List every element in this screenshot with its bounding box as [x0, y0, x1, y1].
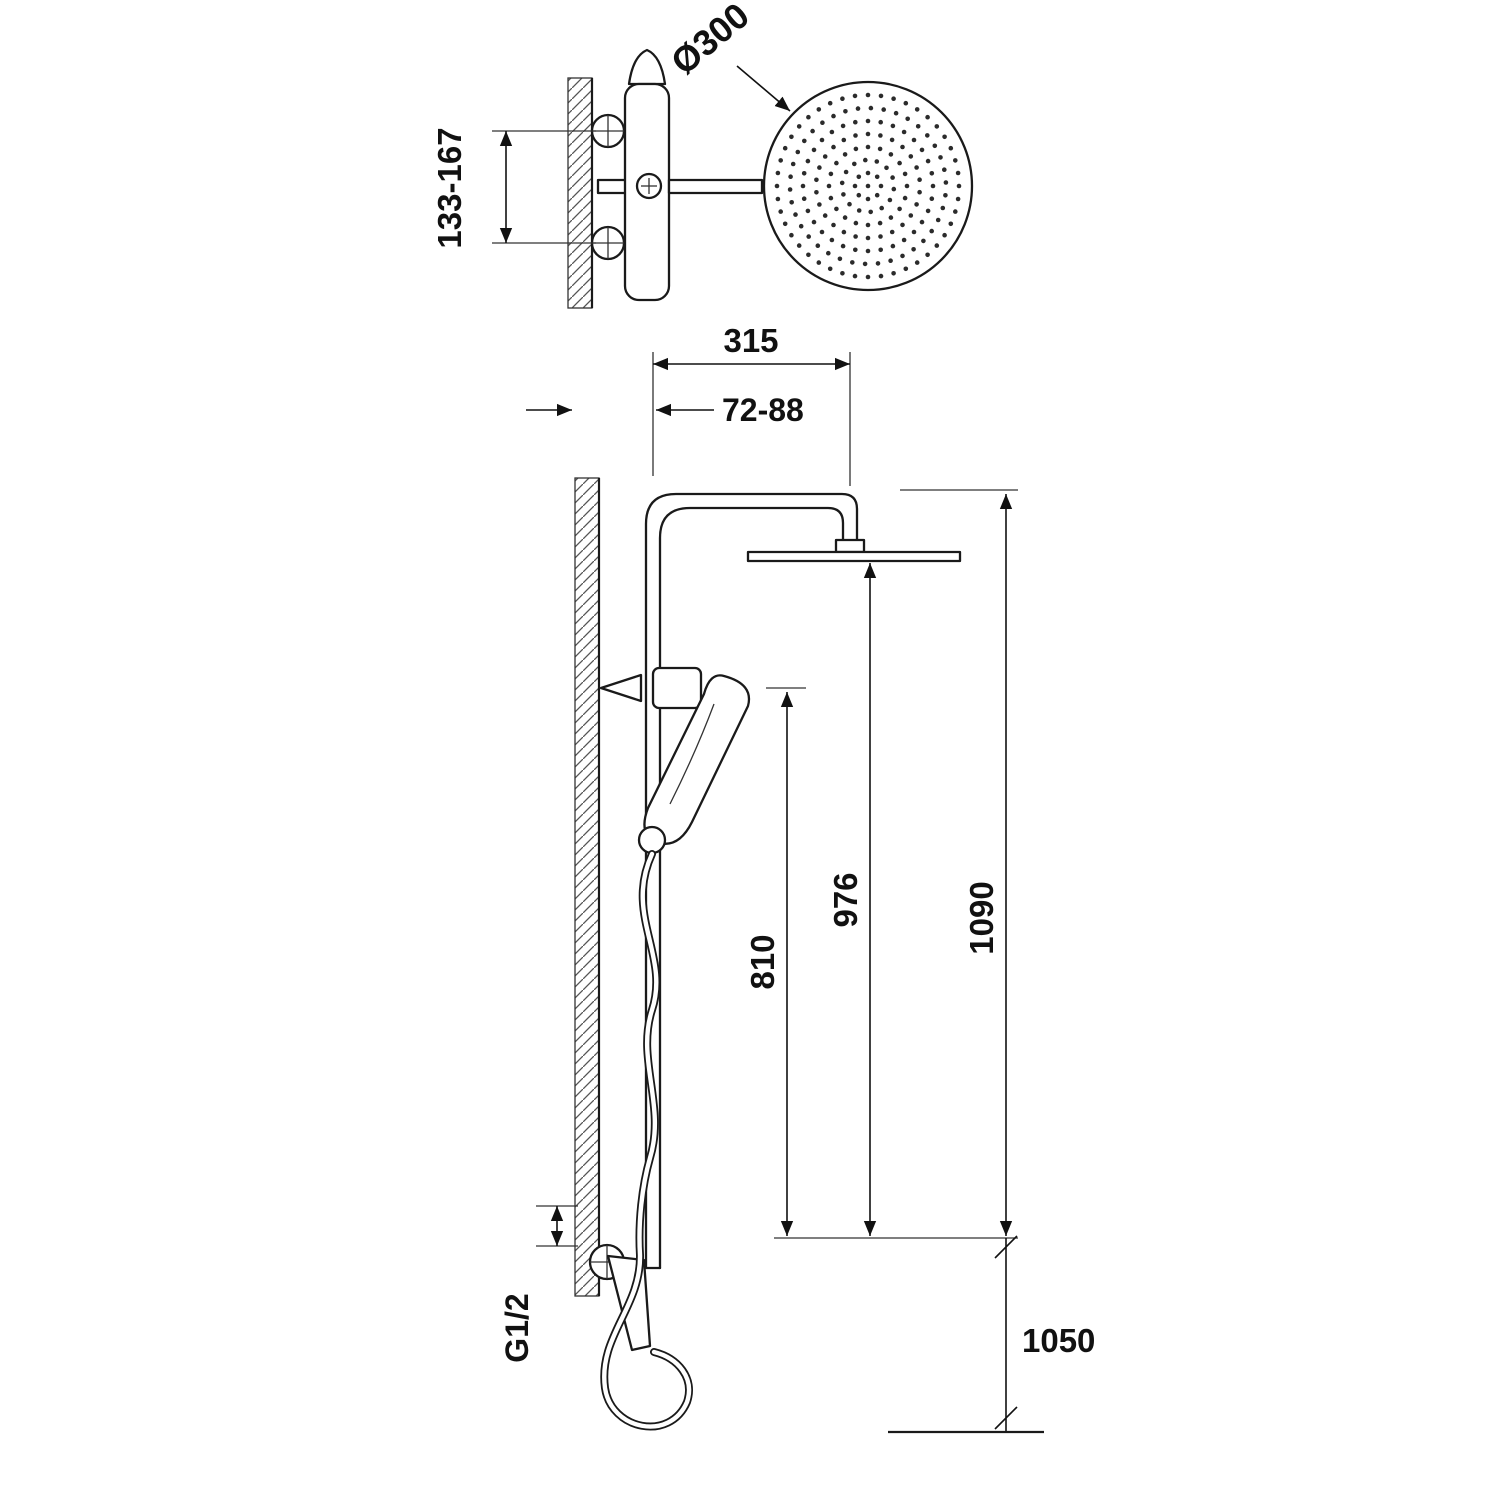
shower-head-top-view	[736, 65, 974, 292]
inlet-rosette-top	[590, 113, 626, 149]
head-connector-nut	[834, 538, 866, 554]
valve-cap	[627, 48, 667, 86]
dim-label-head-underside-height: 976	[827, 872, 864, 927]
dim-label-handshower-height: 810	[744, 934, 781, 989]
wall-hatch-detail	[567, 77, 593, 309]
shower-arm	[667, 178, 764, 195]
dimension-annotations: Ø300 133-167 315 72-88 976 810 1090 1050…	[431, 0, 1095, 1434]
valve-side-view	[492, 48, 764, 309]
wall-hatch-main	[574, 477, 600, 1297]
column-pipe-inner	[658, 506, 845, 1270]
wall-bracket	[599, 673, 643, 703]
column-pipe-outer	[644, 492, 859, 1270]
supply-stub	[596, 178, 628, 195]
shower-column-front-view	[574, 477, 962, 1431]
dim-label-thread-size: G1/2	[499, 1293, 535, 1362]
dim-label-wall-to-column: 72-88	[722, 392, 804, 428]
oblique-tick-top	[994, 1235, 1018, 1259]
dim-label-inlet-span: 133-167	[431, 127, 468, 248]
inlet-rosette-bottom	[590, 225, 626, 261]
shower-hose-core	[602, 851, 692, 1429]
diameter-leader-arrow	[736, 65, 791, 112]
rain-shower-head	[746, 550, 962, 563]
oblique-tick-bottom	[994, 1406, 1018, 1430]
dim-label-mixer-floor-height: 1050	[1022, 1322, 1095, 1359]
dim-label-head-reach: 315	[723, 322, 778, 359]
spray-nozzle-dots	[774, 92, 962, 280]
slider-bracket	[651, 666, 703, 710]
hand-shower-face-line	[669, 703, 715, 805]
hand-shower-holder	[637, 825, 667, 855]
dim-label-column-top-height: 1090	[963, 881, 1000, 954]
